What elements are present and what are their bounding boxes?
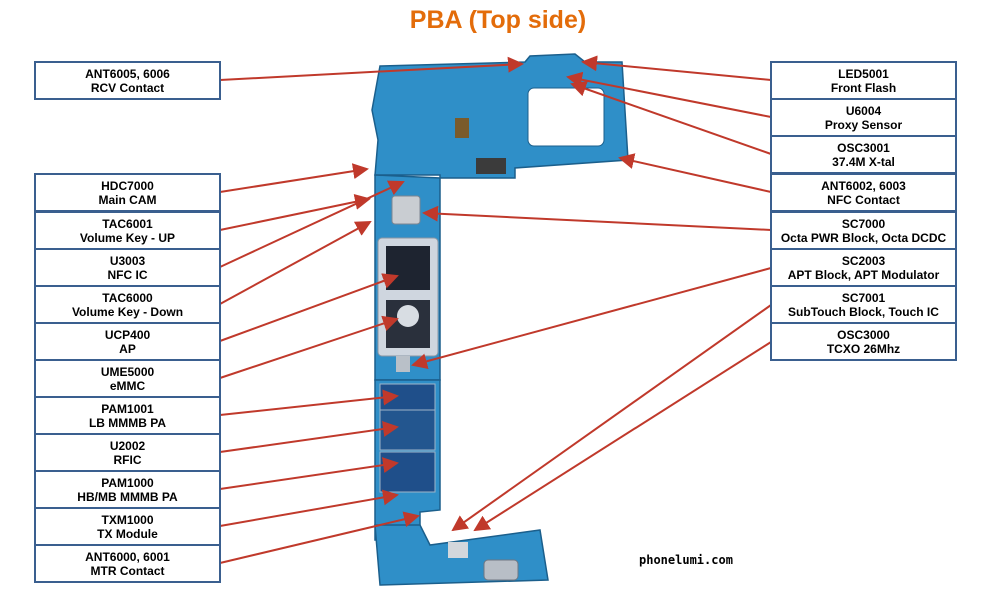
label-desc: HB/MB MMMB PA xyxy=(77,489,178,504)
label-desc: Octa PWR Block, Octa DCDC xyxy=(780,230,947,245)
arrow-osc3001 xyxy=(570,81,772,155)
label-code: TAC6001 xyxy=(102,216,153,231)
label-sc7000: SC7000 Octa PWR Block, Octa DCDC xyxy=(770,211,957,250)
arrow-ant6000 xyxy=(219,511,420,564)
label-code: TXM1000 xyxy=(101,512,154,527)
label-code: TAC6000 xyxy=(102,290,153,305)
arrow-pam1001 xyxy=(219,389,399,416)
label-code: U3003 xyxy=(109,253,146,268)
label-u6004: U6004 Proxy Sensor xyxy=(770,98,957,137)
label-desc: APT Block, APT Modulator xyxy=(787,267,940,282)
label-code: PAM1001 xyxy=(101,401,154,416)
label-code: OSC3000 xyxy=(837,327,890,342)
rf-shield-3 xyxy=(379,451,436,493)
label-code: ANT6002, 6003 xyxy=(821,178,906,193)
label-desc: TX Module xyxy=(97,526,158,541)
label-pam1001: PAM1001 LB MMMB PA xyxy=(34,396,221,435)
label-code: UCP400 xyxy=(104,327,151,342)
usb-connector xyxy=(483,559,519,581)
ap-chip xyxy=(386,246,430,290)
arrow-sc7001 xyxy=(451,304,772,532)
label-desc: TCXO 26Mhz xyxy=(826,341,901,356)
label-code: HDC7000 xyxy=(101,178,154,193)
label-led5001: LED5001 Front Flash xyxy=(770,61,957,100)
label-desc: MTR Contact xyxy=(90,563,165,578)
label-ucp400: UCP400 AP xyxy=(34,322,221,361)
diagram-title: PBA (Top side) xyxy=(409,6,587,34)
arrow-pam1000 xyxy=(219,457,399,490)
arrow-ant6002 xyxy=(618,153,772,193)
label-code: ANT6000, 6001 xyxy=(85,549,170,564)
arrow-hdc7000 xyxy=(219,163,369,193)
label-desc: Volume Key - Down xyxy=(71,304,184,319)
label-code: U6004 xyxy=(845,103,882,118)
label-code: SC2003 xyxy=(841,253,886,268)
bottom-component xyxy=(448,542,468,558)
top-connector xyxy=(455,118,469,138)
label-desc: NFC IC xyxy=(107,267,148,282)
pmic-chip xyxy=(391,195,421,225)
label-tac6000: TAC6000 Volume Key - Down xyxy=(34,285,221,324)
label-ant6005: ANT6005, 6006 RCV Contact xyxy=(34,61,221,100)
label-desc: RFIC xyxy=(113,452,142,467)
pcb-cutout xyxy=(527,87,605,147)
label-code: SC7000 xyxy=(841,216,886,231)
watermark-text: phonelumi.com xyxy=(639,553,733,567)
label-sc2003: SC2003 APT Block, APT Modulator xyxy=(770,248,957,287)
label-u3003: U3003 NFC IC xyxy=(34,248,221,287)
arrow-led5001 xyxy=(581,55,772,81)
label-desc: 37.4M X-tal xyxy=(832,154,895,169)
label-desc: RCV Contact xyxy=(90,80,165,95)
rf-shield-2 xyxy=(379,409,436,451)
label-desc: Front Flash xyxy=(830,80,897,95)
arrow-tac6001 xyxy=(219,194,371,231)
label-u2002: U2002 RFIC xyxy=(34,433,221,472)
arrow-txm1000 xyxy=(219,489,399,527)
label-tac6001: TAC6001 Volume Key - UP xyxy=(34,211,221,250)
label-ume5000: UME5000 eMMC xyxy=(34,359,221,398)
label-ant6002: ANT6002, 6003 NFC Contact xyxy=(770,173,957,212)
label-ant6000: ANT6000, 6001 MTR Contact xyxy=(34,544,221,583)
pcb-top-section xyxy=(371,53,629,179)
arrow-sc2003 xyxy=(411,267,772,370)
label-desc: eMMC xyxy=(109,378,146,393)
label-code: UME5000 xyxy=(100,364,155,379)
label-hdc7000: HDC7000 Main CAM xyxy=(34,173,221,212)
label-txm1000: TXM1000 TX Module xyxy=(34,507,221,546)
label-desc: Proxy Sensor xyxy=(824,117,903,132)
label-osc3000: OSC3000 TCXO 26Mhz xyxy=(770,322,957,361)
side-connector xyxy=(476,158,506,174)
label-code: SC7001 xyxy=(841,290,886,305)
label-code: U2002 xyxy=(109,438,146,453)
osc3000-chip xyxy=(396,356,410,372)
arrow-u3003 xyxy=(219,180,405,268)
ap-round-mark xyxy=(397,305,419,327)
label-pam1000: PAM1000 HB/MB MMMB PA xyxy=(34,470,221,509)
arrow-ucp400 xyxy=(219,273,399,342)
arrow-u2002 xyxy=(219,421,399,453)
arrow-u6004 xyxy=(566,71,772,118)
label-osc3001: OSC3001 37.4M X-tal xyxy=(770,135,957,174)
label-code: ANT6005, 6006 xyxy=(85,66,170,81)
arrow-ant6005 xyxy=(219,56,524,81)
label-desc: LB MMMB PA xyxy=(88,415,167,430)
label-desc: AP xyxy=(119,341,136,356)
label-desc: Volume Key - UP xyxy=(79,230,176,245)
label-code: PAM1000 xyxy=(101,475,154,490)
label-sc7001: SC7001 SubTouch Block, Touch IC xyxy=(770,285,957,324)
arrow-osc3000 xyxy=(473,341,772,532)
arrow-ume5000 xyxy=(219,315,399,379)
label-desc: Main CAM xyxy=(98,192,157,207)
label-desc: NFC Contact xyxy=(827,192,900,207)
label-desc: SubTouch Block, Touch IC xyxy=(788,304,939,319)
label-code: LED5001 xyxy=(838,66,889,81)
label-code: OSC3001 xyxy=(837,140,890,155)
arrow-sc7000 xyxy=(422,205,772,231)
arrow-tac6000 xyxy=(219,221,372,305)
